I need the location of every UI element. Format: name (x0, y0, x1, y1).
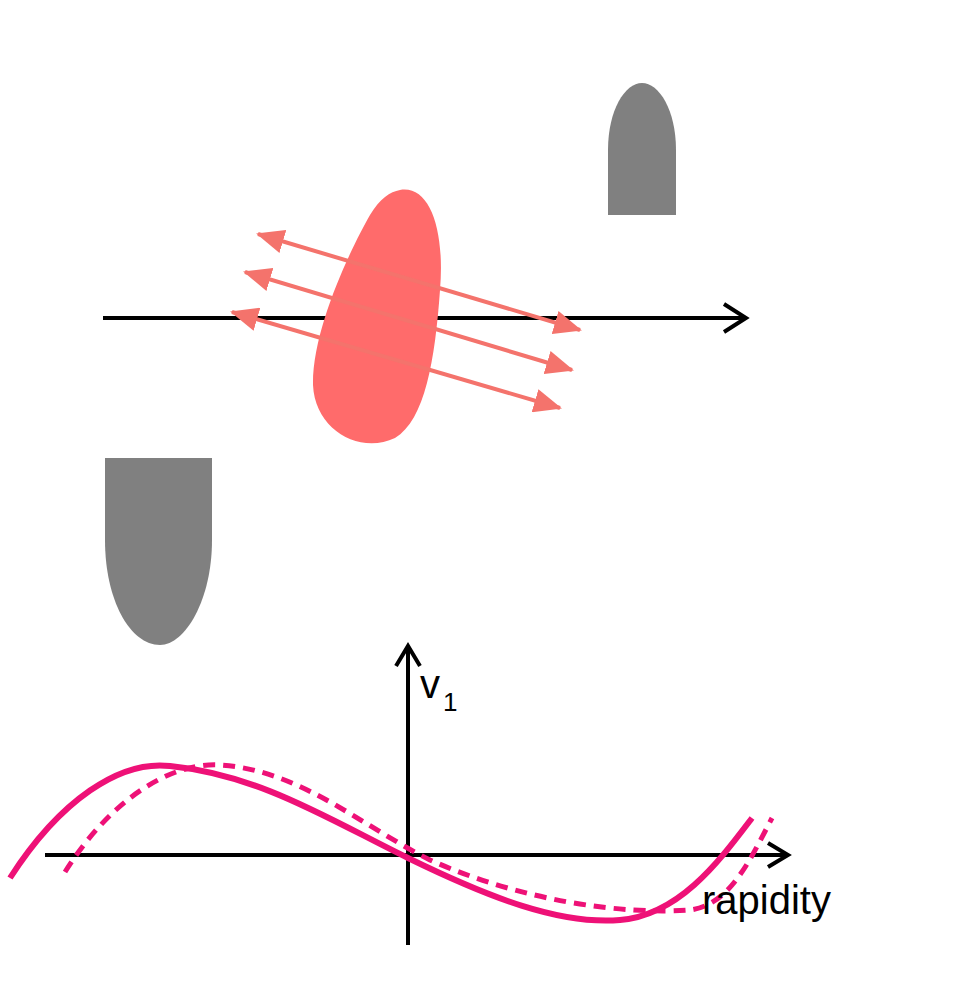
axis-subscript: 1 (443, 689, 457, 715)
nucleus (608, 83, 676, 215)
flow-arrow (258, 234, 580, 330)
axis-label: rapidity (702, 880, 831, 920)
flow-arrow (245, 272, 572, 370)
fireball (313, 190, 441, 444)
axis-arrowhead (396, 646, 420, 666)
axis-arrowhead (768, 843, 788, 867)
axis-label: v (420, 664, 440, 704)
flow-arrow (232, 312, 560, 408)
rapidity-axis (45, 853, 786, 857)
v1-axis (406, 650, 410, 945)
dashed-curve (65, 765, 772, 911)
beam-arrowhead (724, 304, 746, 332)
nucleus (105, 458, 212, 645)
solid-curve (10, 765, 752, 920)
